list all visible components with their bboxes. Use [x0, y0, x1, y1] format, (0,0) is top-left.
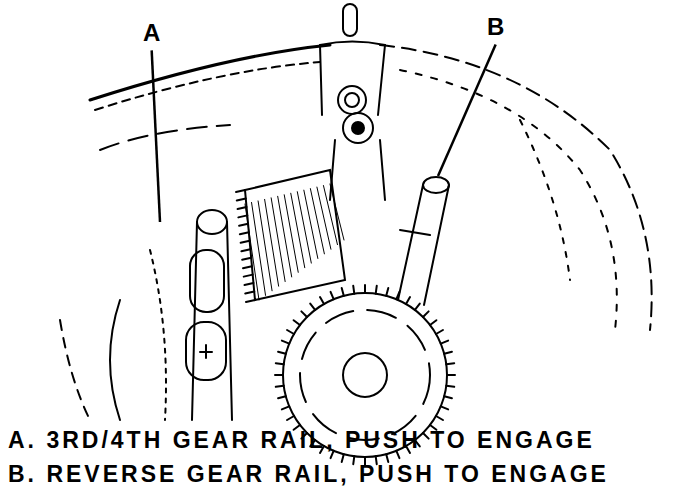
gear-tooth [320, 297, 324, 304]
callout-letter: B [487, 14, 504, 40]
large-gear-hub [343, 353, 387, 397]
gear-tooth [291, 193, 305, 267]
callout-letter: A [143, 20, 160, 46]
gear-tooth [323, 186, 337, 245]
gear-tooth [444, 352, 452, 354]
gear-tooth [446, 386, 454, 387]
gear-tooth [252, 202, 266, 295]
gear-tooth [364, 285, 366, 293]
gear-tooth [342, 288, 344, 296]
gear-tooth [242, 258, 251, 260]
reverse-gear-rail [398, 185, 449, 305]
shaft-end [343, 113, 373, 143]
reverse-gear-rail [400, 230, 430, 235]
gear-tooth [241, 241, 250, 243]
gear-rail-a [197, 210, 227, 234]
upper-gear [245, 170, 345, 300]
gear-tooth [310, 304, 315, 310]
gear-tooth [441, 406, 448, 409]
gear-tooth [301, 311, 307, 317]
gear-tooth [294, 320, 300, 325]
gear-tooth [446, 363, 454, 364]
housing-edge [520, 120, 570, 280]
leader-line [438, 44, 496, 176]
gear-tooth [376, 286, 377, 294]
gear-tooth [258, 201, 272, 291]
gear-tooth [284, 195, 298, 273]
housing-edge [380, 45, 652, 330]
gear-tooth [265, 199, 279, 286]
rail-a-detent [200, 345, 212, 358]
shaft-end [352, 122, 364, 134]
gear-tooth [278, 352, 286, 354]
gear-tooth [238, 207, 247, 209]
housing-edge [100, 125, 230, 150]
gear-tooth [287, 330, 294, 334]
gear-tooth [245, 292, 254, 294]
gear-tooth [386, 454, 388, 462]
gear-tooth [276, 386, 284, 387]
gear-tooth [244, 275, 253, 277]
gear-tooth [330, 184, 344, 240]
gear-tooth [278, 196, 292, 277]
gear-tooth [317, 187, 331, 249]
shaft [330, 140, 385, 200]
gear-tooth [282, 341, 289, 344]
housing-edge [110, 300, 120, 420]
gear-tooth [353, 286, 354, 294]
gear-tooth [423, 311, 429, 317]
gear-tooth [244, 283, 253, 285]
gear-tooth [386, 288, 388, 296]
gear-tooth [241, 249, 250, 251]
gear-tooth [287, 416, 294, 420]
housing-edge [95, 62, 320, 110]
gear-tooth [282, 406, 289, 409]
rail-a-bore [150, 250, 166, 420]
large-gear [300, 310, 430, 440]
rail-a-detent [186, 322, 226, 380]
gear-tooth [342, 454, 344, 462]
gear-tooth [278, 396, 286, 398]
gear-tooth [239, 224, 248, 226]
gear-tooth [236, 190, 245, 192]
detent-pin [343, 4, 357, 36]
gear-tooth [276, 363, 284, 364]
housing-edge [90, 45, 330, 100]
gear-tooth [238, 215, 247, 217]
gear-tooth [331, 292, 334, 299]
gear-tooth [447, 374, 455, 376]
gear-tooth [243, 266, 252, 268]
leader-line [152, 50, 160, 222]
gear-tooth [436, 330, 443, 334]
housing-edge [400, 70, 617, 330]
shift-fork [320, 45, 385, 115]
caption-line: B. REVERSE GEAR RAIL, PUSH TO ENGAGE [8, 462, 609, 487]
gear-tooth [297, 192, 311, 263]
gear-tooth [406, 297, 410, 304]
gear-tooth [240, 232, 249, 234]
reverse-gear-rail [423, 177, 449, 193]
gear-tooth [237, 198, 246, 200]
gear-tooth [304, 190, 318, 258]
housing-edge [60, 320, 90, 420]
gear-tooth [275, 374, 283, 376]
gear-tooth [396, 292, 399, 299]
fork-bolt [345, 93, 359, 107]
gear-tooth [310, 189, 324, 254]
gear-tooth [271, 198, 285, 282]
gear-tooth [245, 204, 259, 300]
fork-bolt [338, 86, 366, 114]
gear-tooth [430, 320, 436, 325]
caption-line: A. 3RD/4TH GEAR RAIL, PUSH TO ENGAGE [8, 428, 595, 453]
gear-tooth [436, 416, 443, 420]
gear-tooth [441, 341, 448, 344]
gear-tooth [246, 300, 255, 302]
shift-fork [320, 42, 385, 46]
rail-a-detent [190, 250, 224, 312]
gear-tooth [415, 304, 420, 310]
gear-tooth [444, 396, 452, 398]
